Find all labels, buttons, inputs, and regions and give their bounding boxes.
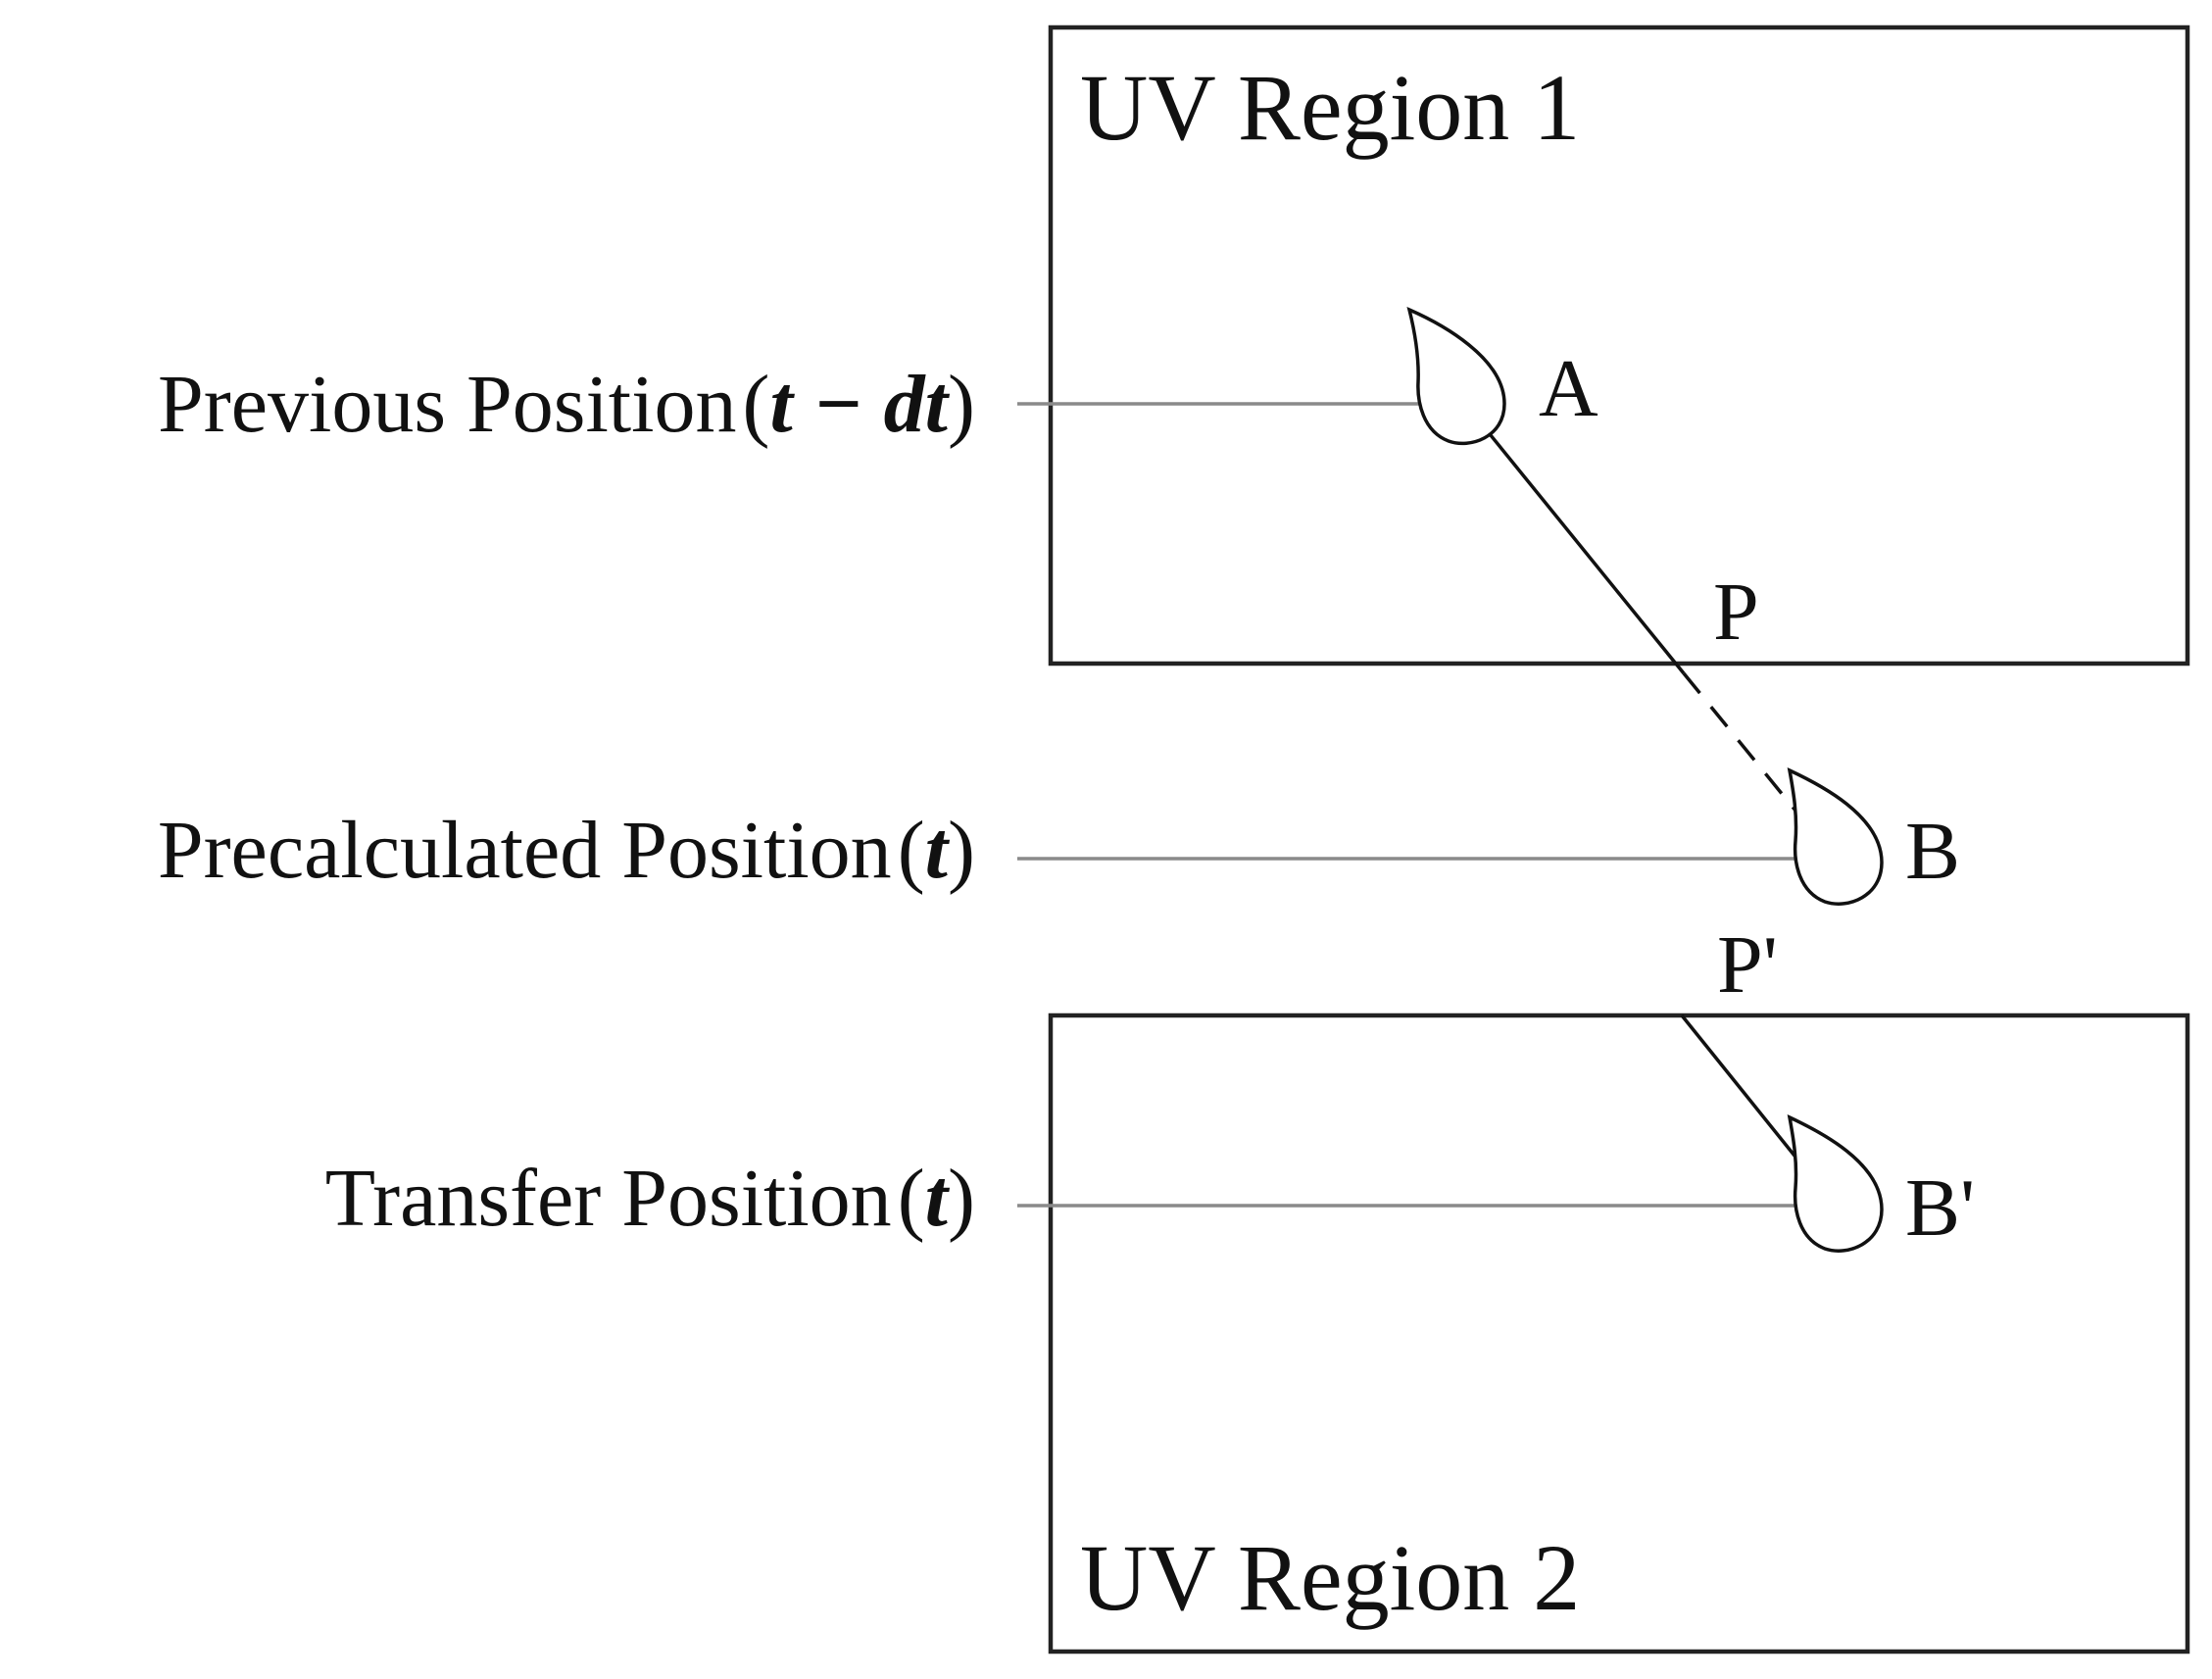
point-p-prime-label: P' <box>1717 919 1778 1011</box>
point-a-label: A <box>1539 343 1598 434</box>
uv-region-2-box <box>1048 1012 2190 1654</box>
previous-position-label: Previous Position(t − dt) <box>158 359 975 450</box>
point-b-prime-label: B' <box>1905 1162 1975 1254</box>
point-b-label: B <box>1905 806 1960 897</box>
point-p-label: P <box>1713 567 1759 658</box>
precalculated-position-label: Precalculated Position(t) <box>158 805 975 896</box>
transfer-position-label: Transfer Position(t) <box>325 1153 975 1244</box>
uv-region-1-box <box>1048 25 2190 667</box>
trajectory-a-to-p <box>1463 402 1686 675</box>
particle-a-teardrop <box>1406 306 1506 446</box>
uv-region-1-label: UV Region 1 <box>1080 55 1580 160</box>
particle-b-teardrop <box>1787 766 1884 906</box>
uv-region-2-label: UV Region 2 <box>1080 1525 1580 1630</box>
particle-b-prime-teardrop <box>1787 1113 1884 1253</box>
